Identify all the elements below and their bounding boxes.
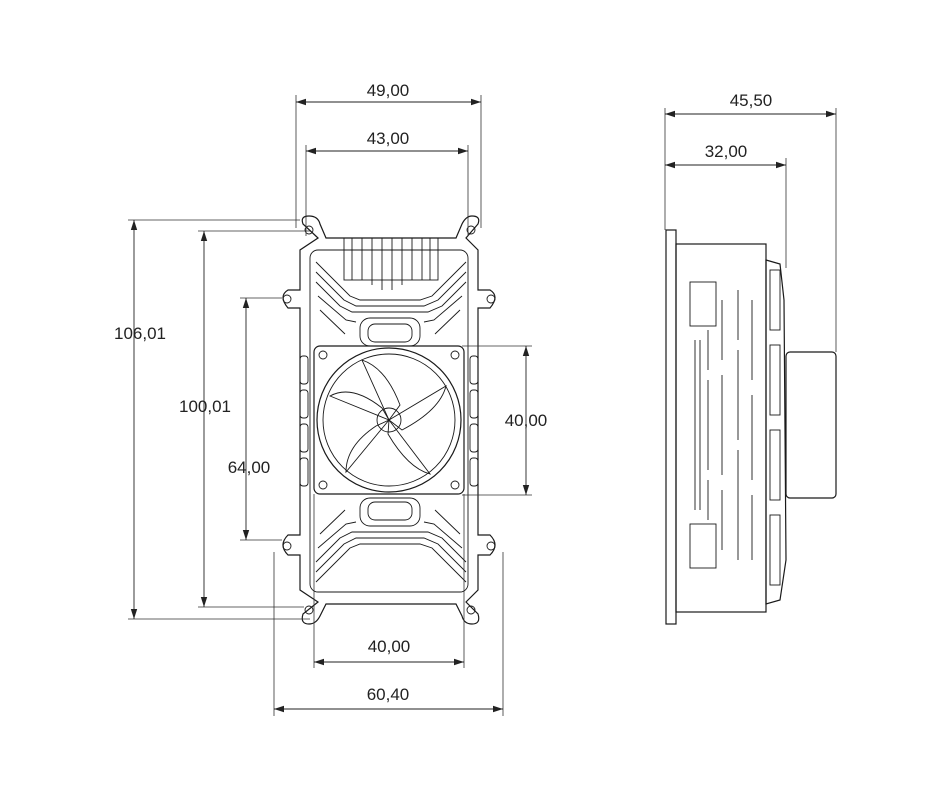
fan-ring [316, 347, 462, 493]
front-view [282, 215, 496, 625]
side-fan-hub [785, 351, 837, 499]
mount-hole [466, 605, 476, 615]
extension-lines [128, 95, 837, 716]
side-slots [694, 269, 781, 586]
fan-blade [328, 391, 391, 421]
dim-overall-width: 49,00 [367, 81, 410, 100]
dim-hole-height: 100,01 [179, 397, 231, 416]
fan-blade [388, 385, 447, 431]
mount-hole [486, 294, 496, 304]
side-flange [665, 229, 677, 625]
dimension-lines [130, 98, 836, 713]
side-slots [299, 355, 479, 487]
side-body [675, 243, 767, 613]
inner-frame [309, 249, 469, 593]
mount-hole [304, 605, 314, 615]
fan-hub [376, 407, 402, 433]
dim-side-body: 32,00 [705, 142, 748, 161]
dim-overall-height: 106,01 [114, 324, 166, 343]
dim-fan-size: 40,00 [505, 411, 548, 430]
dimension-labels: 49,00 43,00 106,01 100,01 64,00 40,00 40… [114, 81, 772, 704]
fan [313, 345, 465, 495]
housing-outline [282, 215, 496, 625]
dim-ear-width: 60,40 [367, 685, 410, 704]
fan-blade [387, 418, 432, 475]
upper-ribs [315, 261, 467, 347]
fan-blade [361, 359, 401, 421]
mount-hole [304, 225, 314, 235]
mount-hole [466, 225, 476, 235]
side-cover [765, 259, 787, 605]
dim-inner-holes: 64,00 [228, 458, 271, 477]
fan-frame [313, 345, 465, 495]
fan-blade [345, 419, 390, 474]
side-view [665, 229, 837, 625]
top-fins [343, 237, 439, 290]
dim-slot-width: 43,00 [367, 129, 410, 148]
mount-hole [486, 541, 496, 551]
dim-bottom-holes: 40,00 [368, 637, 411, 656]
dim-side-depth: 45,50 [730, 91, 773, 110]
mount-hole [282, 294, 292, 304]
lower-ribs [315, 497, 467, 583]
mount-hole [282, 541, 292, 551]
